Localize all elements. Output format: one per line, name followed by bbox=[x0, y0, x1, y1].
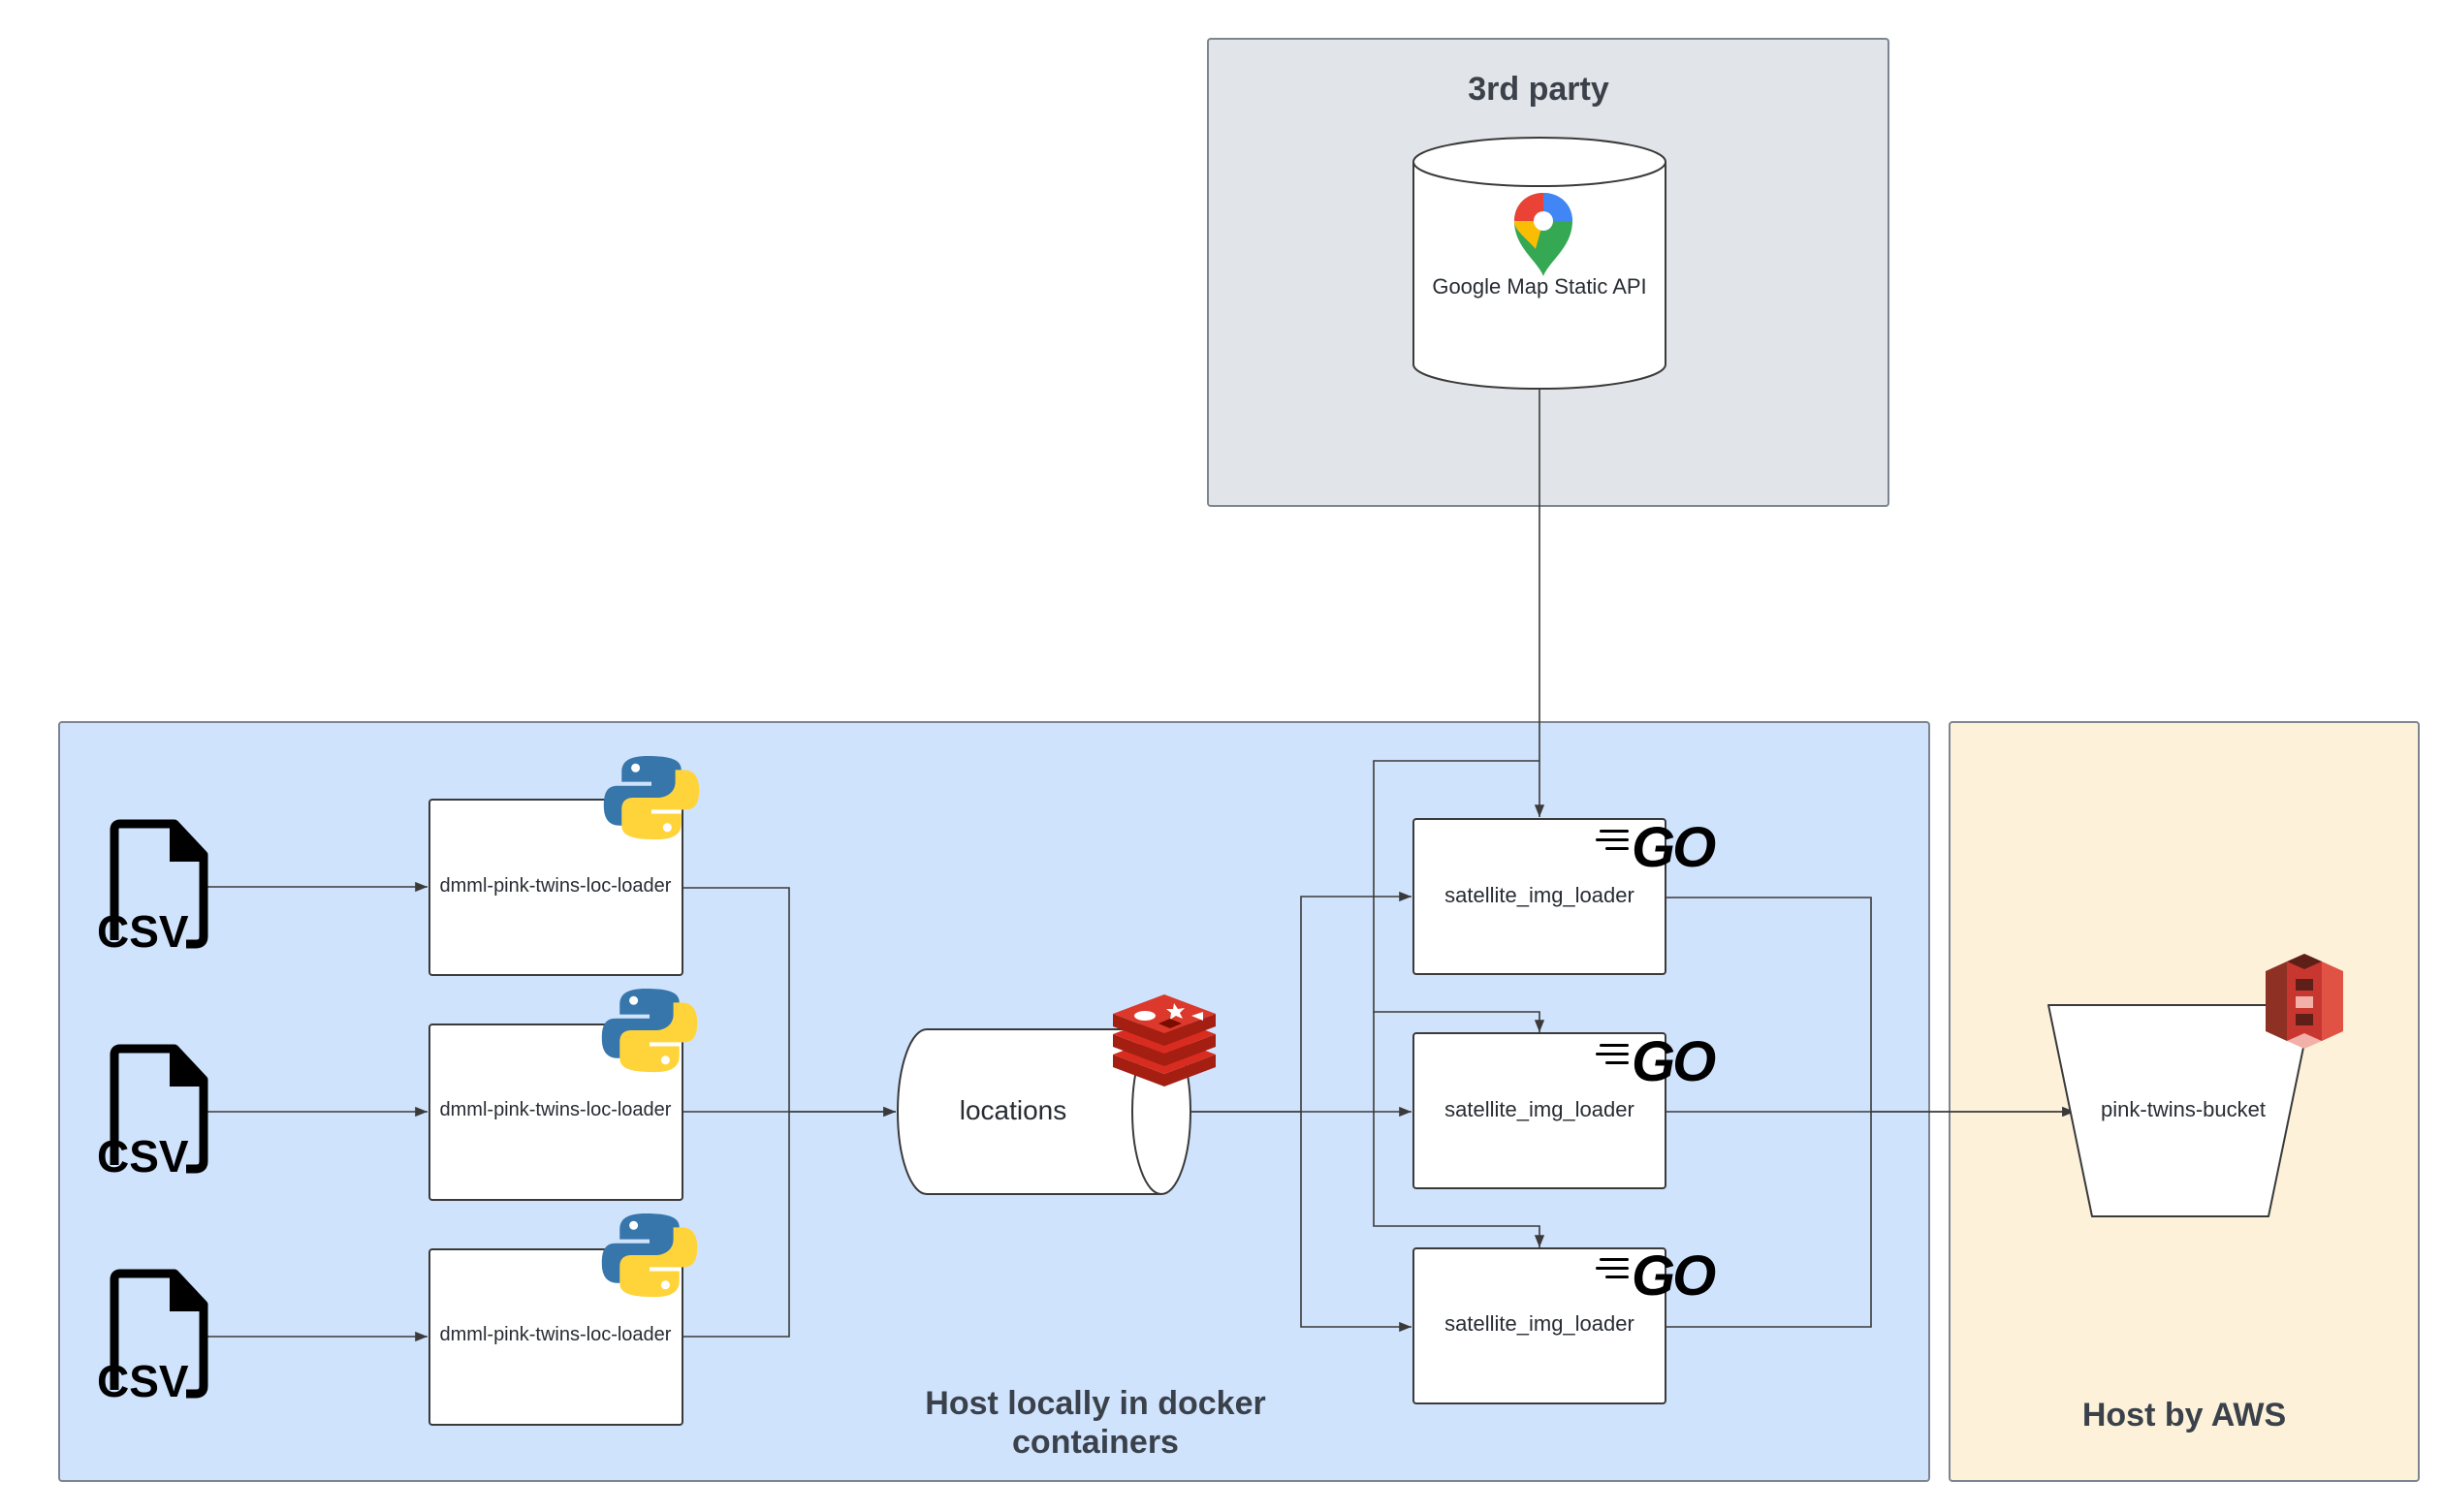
csv-file-icon: CSV bbox=[97, 1044, 208, 1181]
node-google-map-api[interactable]: Google Map Static API bbox=[1412, 137, 1666, 390]
csv-file-icon: CSV bbox=[97, 819, 208, 957]
node-loc-loader-1[interactable]: dmml-pink-twins-loc-loader bbox=[428, 756, 700, 976]
node-s3-bucket[interactable]: pink-twins-bucket bbox=[2047, 954, 2343, 1217]
python-icon bbox=[601, 989, 698, 1073]
csv-icon-text: CSV bbox=[97, 1356, 189, 1406]
edge-locations-to-sat3 bbox=[1300, 1112, 1412, 1333]
group-third-party-title: 3rd party bbox=[1468, 71, 1609, 108]
group-aws-title: Host by AWS bbox=[2082, 1397, 2286, 1433]
loc-loader-label: dmml-pink-twins-loc-loader bbox=[440, 1099, 672, 1120]
loc-loader-label: dmml-pink-twins-loc-loader bbox=[440, 875, 672, 897]
svg-text:GO: GO bbox=[1632, 816, 1716, 879]
csv-icon-text: CSV bbox=[97, 1131, 189, 1181]
group-local-title-line1: Host locally in docker bbox=[925, 1385, 1265, 1422]
node-sat-loader-1[interactable]: satellite_img_loader GO bbox=[1412, 816, 1719, 975]
loc-loader-label: dmml-pink-twins-loc-loader bbox=[440, 1324, 672, 1345]
svg-text:GO: GO bbox=[1632, 1030, 1716, 1093]
svg-text:GO: GO bbox=[1632, 1244, 1716, 1307]
connectors bbox=[207, 390, 2075, 1342]
edge-loader3-to-locations bbox=[682, 1112, 790, 1338]
redis-icon bbox=[1113, 994, 1216, 1087]
edge-sat3-to-bucket bbox=[1666, 1112, 1872, 1328]
locations-label: locations bbox=[960, 1095, 1067, 1125]
sat-loader-label: satellite_img_loader bbox=[1444, 1311, 1634, 1336]
sat-loader-label: satellite_img_loader bbox=[1444, 883, 1634, 907]
python-icon bbox=[603, 756, 700, 840]
bucket-label: pink-twins-bucket bbox=[2101, 1097, 2266, 1121]
go-icon: GO bbox=[1596, 1244, 1719, 1307]
group-local-title-line2: containers bbox=[1012, 1424, 1179, 1461]
go-icon: GO bbox=[1596, 816, 1719, 879]
go-icon: GO bbox=[1596, 1030, 1719, 1093]
node-loc-loader-2[interactable]: dmml-pink-twins-loc-loader bbox=[428, 989, 698, 1201]
aws-s3-icon bbox=[2266, 954, 2343, 1049]
node-loc-loader-3[interactable]: dmml-pink-twins-loc-loader bbox=[428, 1213, 698, 1426]
csv-file-icon: CSV bbox=[97, 1269, 208, 1406]
node-sat-loader-2[interactable]: satellite_img_loader GO bbox=[1412, 1030, 1719, 1189]
sat-loader-label: satellite_img_loader bbox=[1444, 1097, 1634, 1121]
google-map-api-label: Google Map Static API bbox=[1432, 274, 1646, 299]
csv-icon-text: CSV bbox=[97, 906, 189, 957]
node-locations-store[interactable]: locations bbox=[897, 994, 1216, 1195]
google-maps-pin-icon bbox=[1514, 193, 1572, 276]
edge-api-to-sat3 bbox=[1373, 1012, 1545, 1247]
python-icon bbox=[601, 1213, 698, 1298]
node-sat-loader-3[interactable]: satellite_img_loader GO bbox=[1412, 1244, 1719, 1404]
